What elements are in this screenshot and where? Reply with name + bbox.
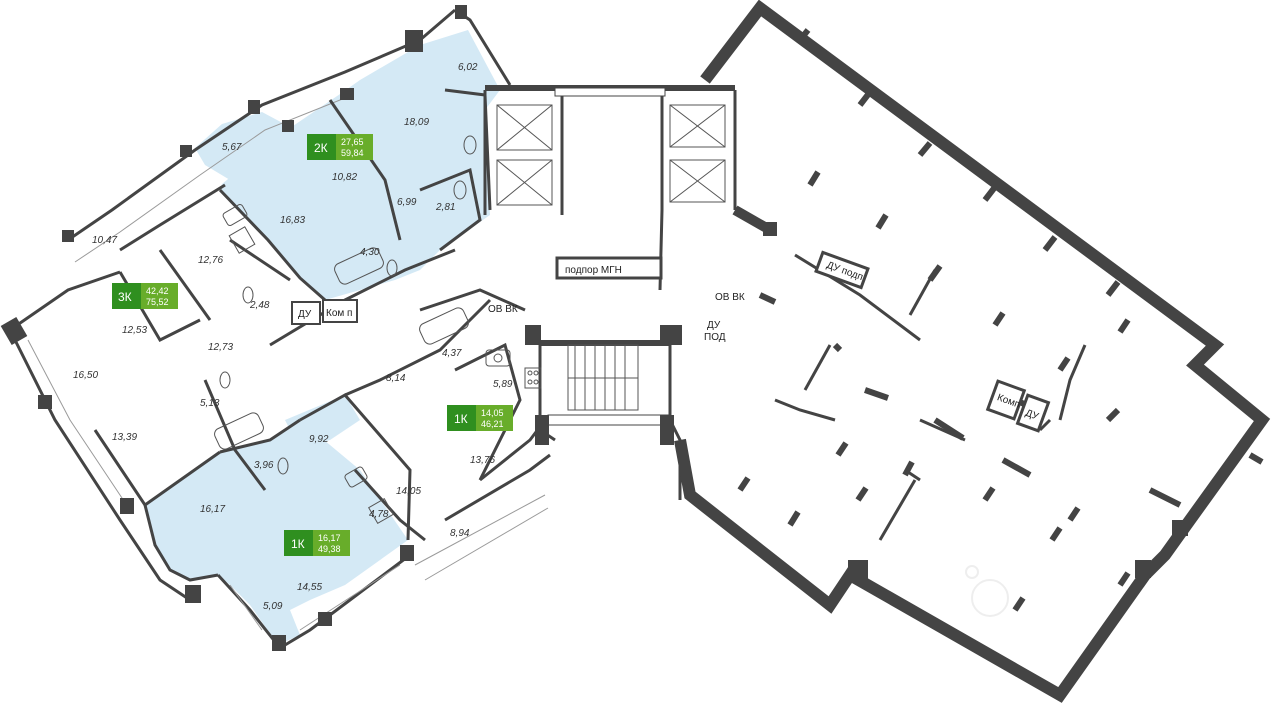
du-pod-label-line1: ДУ	[707, 320, 721, 331]
room-area: 18,09	[404, 117, 429, 128]
room-area: 13,39	[112, 432, 137, 443]
apartment-type: 3К	[118, 290, 132, 304]
room-area: 12,73	[208, 342, 233, 353]
podpor-box	[555, 256, 663, 280]
room-area: 9,92	[309, 434, 329, 445]
elevator-icon	[496, 159, 553, 206]
sink-icon	[222, 204, 511, 488]
apartment-total-area: 46,21	[481, 419, 504, 429]
room-area: 14,55	[297, 582, 322, 593]
room-area: 8,14	[386, 373, 406, 384]
podpor-label: подпор МГН	[565, 265, 622, 276]
watermark	[965, 565, 1009, 617]
apartment-total-area: 75,52	[146, 297, 169, 307]
right-wing-walls	[674, 0, 1271, 703]
room-area: 16,83	[280, 215, 305, 226]
room-area: 5,13	[200, 398, 220, 409]
room-area: 3,96	[254, 460, 274, 471]
apartment-total-area: 59,84	[341, 148, 364, 158]
komp-box	[985, 379, 1051, 433]
apartment-living-area: 27,65	[341, 137, 364, 147]
ov-vk-right-label: ОВ ВК	[715, 292, 745, 303]
room-area: 6,99	[397, 197, 417, 208]
room-area: 16,17	[200, 504, 225, 515]
apartment-living-area: 42,42	[146, 286, 169, 296]
apartment-badge-3k[interactable]: 3К 42,42 75,52	[112, 283, 178, 309]
kom-p-label: Ком п	[326, 308, 352, 319]
room-area: 5,89	[493, 379, 513, 390]
apartment-badge-1k-center[interactable]: 1К 14,05 46,21	[447, 405, 513, 431]
toilet-icon	[219, 135, 477, 475]
room-area: 2,48	[249, 300, 270, 311]
elevator-icon	[496, 104, 553, 151]
room-area: 4,30	[360, 247, 380, 258]
room-area: 6,02	[458, 62, 478, 73]
room-area: 10,47	[92, 235, 117, 246]
stove-icon	[228, 226, 542, 524]
elevator-icon	[669, 104, 726, 148]
room-area: 4,78	[369, 509, 389, 520]
room-area: 12,76	[198, 255, 223, 266]
du-left-box	[291, 299, 358, 325]
du-left-label: ДУ	[298, 309, 312, 320]
core-walls	[483, 85, 737, 500]
du-right-label: ДУ	[1024, 408, 1041, 423]
apartment-type: 2К	[314, 141, 328, 155]
apartment-badge-1k-bottom[interactable]: 1К 16,17 49,38	[284, 530, 350, 556]
elevator-icon	[669, 159, 726, 203]
room-area: 8,94	[450, 528, 470, 539]
apartment-total-area: 49,38	[318, 544, 341, 554]
ov-vk-left-label: ОВ ВК	[488, 304, 518, 315]
du-podp-box	[814, 250, 870, 290]
room-area: 13,76	[470, 455, 495, 466]
room-area: 12,53	[122, 325, 147, 336]
apartment-living-area: 14,05	[481, 408, 504, 418]
room-area: 16,50	[73, 370, 98, 381]
apartment-type: 1К	[454, 412, 468, 426]
room-area: 4,37	[442, 348, 462, 359]
room-area: 2,81	[435, 202, 455, 213]
apartment-type: 1К	[291, 537, 305, 551]
bathtub-icon	[214, 247, 469, 450]
stairs-icon	[567, 344, 639, 411]
apartment-badge-2k[interactable]: 2К 27,65 59,84	[307, 134, 373, 160]
room-area: 5,09	[263, 601, 283, 612]
apartment-1k-bottom-area[interactable]	[145, 395, 408, 645]
room-area: 5,67	[222, 142, 242, 153]
du-pod-label-line2: ПОД	[704, 332, 726, 343]
left-wing-walls	[0, 5, 551, 651]
room-area: 14,05	[396, 486, 421, 497]
room-area: 10,82	[332, 172, 357, 183]
apartment-living-area: 16,17	[318, 533, 341, 543]
